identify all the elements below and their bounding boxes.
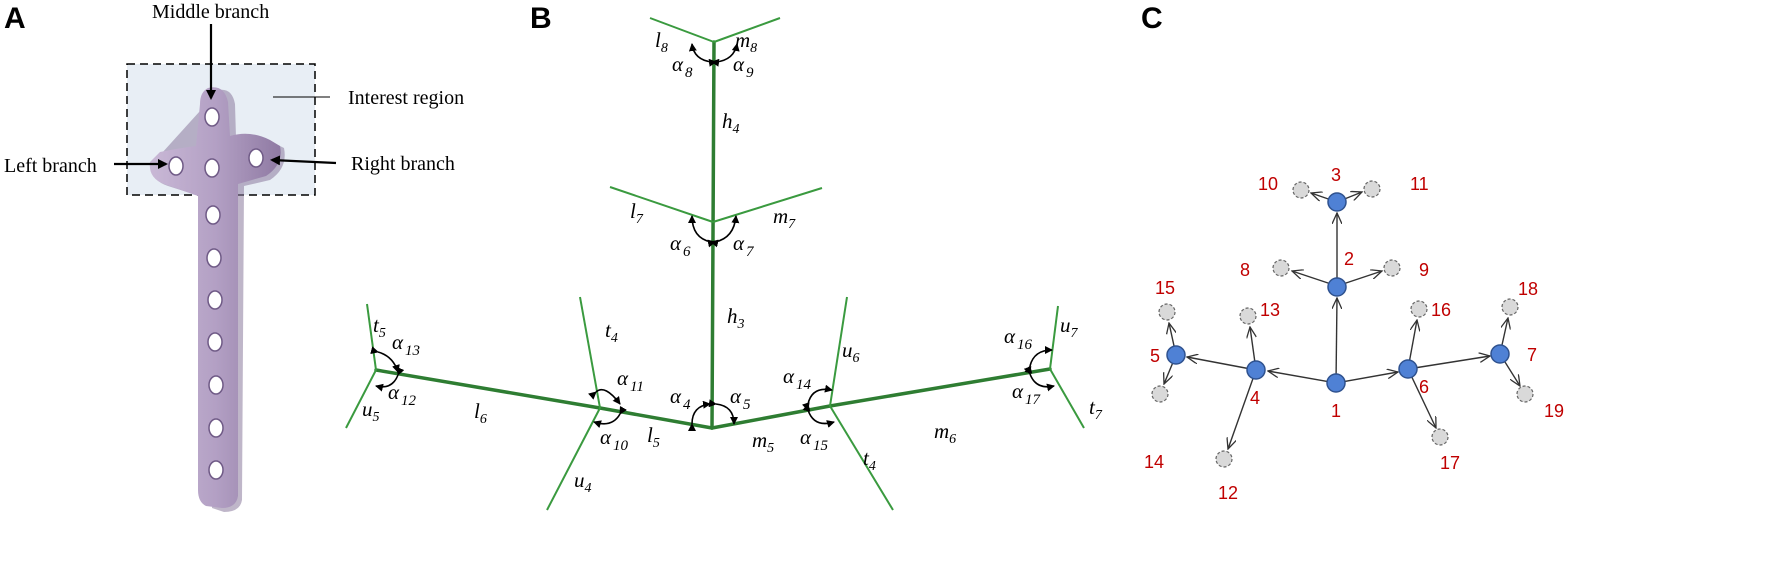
node-label-18: 18 (1518, 279, 1538, 299)
label-t7: t7 (1089, 395, 1103, 423)
node-label-9: 9 (1419, 260, 1429, 280)
node-label-15: 15 (1155, 278, 1175, 298)
label-t5: t5 (373, 313, 386, 341)
label-l8: l8 (655, 28, 668, 56)
node-label-19: 19 (1544, 401, 1564, 421)
node-label-1: 1 (1331, 401, 1341, 421)
node-label-16: 16 (1431, 300, 1451, 320)
node-label-4: 4 (1250, 388, 1260, 408)
node-label-14: 14 (1144, 452, 1164, 472)
label-l6: l6 (474, 399, 487, 427)
label-t4-left: t4 (605, 318, 618, 346)
secondary-nodes (1151, 180, 1534, 468)
skeleton-main (374, 40, 1052, 430)
middle-branch-label: Middle branch (152, 1, 269, 23)
node-label-11: 11 (1410, 174, 1429, 194)
label-u6: u6 (842, 338, 860, 366)
plate-holes (168, 107, 264, 480)
label-m6: m6 (934, 419, 956, 447)
node-label-12: 12 (1218, 483, 1238, 503)
label-h4: h4 (722, 109, 740, 137)
panel-c: C (1141, 2, 1564, 503)
node-label-10: 10 (1258, 174, 1278, 194)
angle-arcs (370, 43, 1055, 432)
node-label-6: 6 (1419, 377, 1429, 397)
panel-b: B (345, 2, 1103, 511)
node-label-17: 17 (1440, 453, 1460, 473)
panel-a-label: A (4, 2, 26, 35)
label-m8: m8 (735, 28, 757, 56)
label-m5: m5 (752, 428, 774, 456)
label-u7: u7 (1060, 313, 1079, 341)
node-label-13: 13 (1260, 300, 1280, 320)
label-u5: u5 (362, 397, 380, 425)
interest-region-label: Interest region (348, 87, 464, 109)
graph-edges (1164, 192, 1520, 449)
node-label-8: 8 (1240, 260, 1250, 280)
node-label-7: 7 (1527, 345, 1537, 365)
label-u4: u4 (574, 468, 592, 496)
node-label-2: 2 (1344, 249, 1354, 269)
skeleton-branches (345, 17, 1085, 511)
node-label-5: 5 (1150, 346, 1160, 366)
node-label-3: 3 (1331, 165, 1341, 185)
left-branch-label: Left branch (4, 155, 97, 177)
right-branch-label: Right branch (351, 153, 455, 175)
panel-a: A Middle branch Interest region Left bra… (4, 1, 464, 513)
panel-c-label: C (1141, 2, 1163, 35)
primary-nodes (1166, 192, 1510, 393)
label-m7: m7 (773, 204, 796, 232)
label-h3: h3 (727, 304, 745, 332)
panel-b-label: B (530, 2, 552, 35)
label-l5: l5 (647, 423, 660, 451)
right-branch-arrow (270, 155, 337, 166)
label-l7: l7 (630, 199, 644, 227)
label-t4-right: t4 (863, 446, 876, 474)
